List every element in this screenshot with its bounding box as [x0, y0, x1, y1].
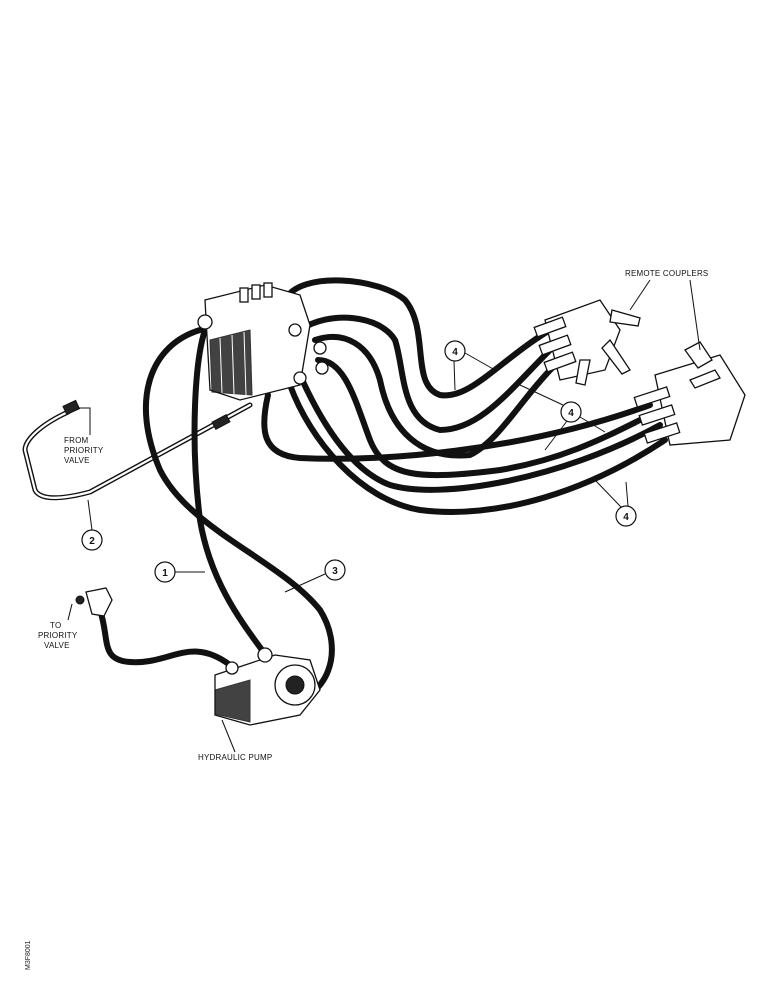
hydraulic-pump: [214, 647, 321, 726]
label-to-priority-3: VALVE: [44, 641, 70, 650]
label-remote-couplers: REMOTE COUPLERS: [625, 269, 708, 278]
fitting-icon: [75, 595, 85, 605]
svg-text:4: 4: [452, 347, 458, 358]
svg-text:4: 4: [568, 408, 574, 419]
leader-line: [629, 279, 651, 311]
hose-4f: [287, 382, 668, 515]
fitting-icon: [62, 399, 81, 416]
hose-4g: [261, 392, 653, 462]
figure-id: M3F8001: [25, 940, 32, 970]
return-hose: [143, 327, 335, 708]
hose-4d: [315, 357, 643, 479]
remote-coupler-upper: [533, 299, 641, 386]
hose-3: [143, 327, 335, 708]
svg-text:3: 3: [332, 566, 338, 577]
control-valve: [197, 282, 329, 401]
label-to-priority-2: PRIORITY: [38, 631, 78, 640]
hose-4a: [282, 277, 553, 399]
hose-4c: [312, 333, 558, 459]
callout-3: 3: [284, 559, 346, 593]
leader-line: [78, 407, 91, 435]
label-from-priority-1: FROM: [64, 436, 88, 445]
suction-hose: [75, 587, 233, 668]
callout-2: 2: [81, 499, 103, 551]
elbow-fitting-icon: [85, 587, 113, 617]
fitting-icon: [211, 414, 231, 430]
hose-4b: [297, 314, 553, 433]
leader-line: [689, 279, 701, 351]
leader-line: [221, 719, 236, 753]
svg-text:1: 1: [162, 568, 168, 579]
svg-text:2: 2: [89, 536, 95, 547]
callout-4-top: 4: [444, 340, 496, 391]
callout-4-mid: 4: [519, 384, 606, 451]
leader-line: [67, 603, 73, 621]
label-from-priority-2: PRIORITY: [64, 446, 104, 455]
callout-1: 1: [154, 561, 205, 583]
remote-coupler-lower: [633, 341, 746, 446]
remote-hoses: [261, 277, 668, 515]
priority-steel-line: [22, 399, 253, 501]
label-to-priority-1: TO: [50, 621, 61, 630]
label-hydraulic-pump: HYDRAULIC PUMP: [198, 753, 272, 762]
hose-4e: [297, 372, 663, 493]
svg-text:4: 4: [623, 512, 629, 523]
callout-4-bottom: 4: [594, 479, 637, 527]
label-from-priority-3: VALVE: [64, 456, 90, 465]
